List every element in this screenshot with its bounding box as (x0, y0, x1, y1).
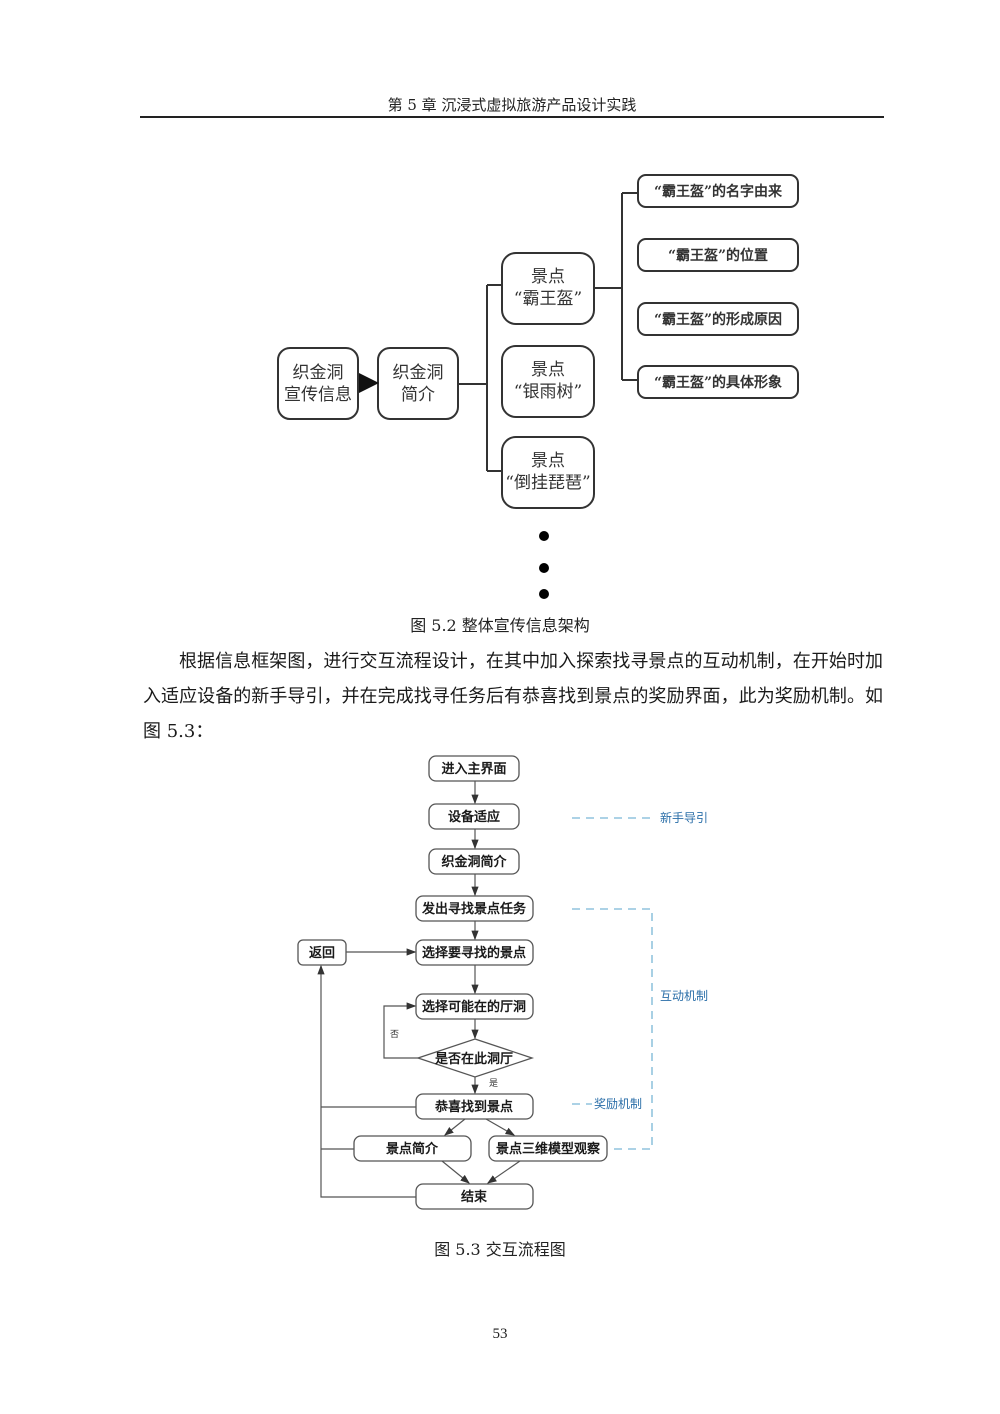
figure-5-2-diagram: 织金洞 宣传信息 织金洞 简介 景点 “霸王盔” 景点 “银雨树” 景点 “倒挂… (277, 174, 799, 599)
edge-label-yes: 是 (489, 1078, 498, 1089)
node-detail-3-label: “霸王盔”的形成原因 (654, 311, 782, 328)
node-detail-4-label: “霸王盔”的具体形象 (654, 374, 782, 391)
node-root-line1: 织金洞 (293, 363, 344, 383)
flow-node-adapt (428, 803, 520, 830)
running-header: 第 5 章 沉浸式虚拟旅游产品设计实践 (387, 96, 637, 114)
node-spot-1-line1: 景点 (531, 267, 565, 287)
figure-5-3-caption: 图 5.3 交互流程图 (434, 1240, 566, 1259)
flow-node-end (415, 1183, 534, 1210)
node-spot-3-line1: 景点 (531, 451, 565, 471)
figure-5-2-caption: 图 5.2 整体宣传信息架构 (410, 616, 590, 635)
flow-label-model-view: 景点三维模型观察 (496, 1141, 601, 1157)
flow-label-enter: 进入主界面 (441, 761, 506, 777)
node-spot-3 (501, 436, 595, 509)
flow-node-back (297, 939, 347, 966)
annotation-interaction: 互动机制 (660, 989, 708, 1003)
flow-label-task: 发出寻找景点任务 (421, 901, 527, 917)
flow-node-decision (415, 1038, 535, 1078)
body-paragraph: 根据信息框架图，进行交互流程设计，在其中加入探索找寻景点的互动机制，在开始时加入… (143, 644, 883, 749)
header-rule (140, 116, 884, 118)
node-intro (377, 347, 459, 420)
flow-label-choose-spot: 选择要寻找的景点 (422, 945, 526, 961)
paragraph-text: 根据信息框架图，进行交互流程设计，在其中加入探索找寻景点的互动机制，在开始时加入… (143, 644, 883, 749)
node-detail-1 (637, 174, 799, 208)
node-detail-4 (637, 365, 799, 399)
paragraph-line-2: 在开始时加入适应设备的新手导引，并在完成找寻任务后有恭喜找到景点的奖励界 (143, 651, 884, 707)
flow-label-end: 结束 (461, 1189, 488, 1205)
flow-node-spot-intro (353, 1135, 472, 1162)
vertical-ellipsis-icon (539, 531, 549, 599)
annotation-dashes (572, 817, 653, 1150)
flow-node-congrats (415, 1093, 534, 1120)
paragraph-line-1: 根据信息框架图，进行交互流程设计，在其中加入探索找寻景点的互动机制， (179, 651, 793, 672)
node-detail-2 (637, 238, 799, 272)
flow-node-choose-hall (415, 993, 534, 1020)
flow-edges (317, 781, 521, 1198)
node-spot-2-line1: 景点 (531, 360, 565, 380)
flow-label-spot-intro: 景点简介 (386, 1141, 439, 1157)
annotation-guide: 新手导引 (660, 810, 708, 825)
flow-node-model-view (488, 1135, 608, 1162)
node-spot-1-line2: “霸王盔” (514, 289, 582, 309)
flow-node-intro (428, 848, 520, 875)
flow-label-intro: 织金洞简介 (441, 854, 507, 870)
node-root (277, 347, 359, 420)
page-number: 53 (492, 1326, 508, 1342)
node-spot-2 (501, 345, 595, 418)
node-root-line2: 宣传信息 (284, 385, 352, 405)
flow-label-decision: 是否在此洞厅 (434, 1051, 513, 1067)
edge-label-no: 否 (390, 1029, 399, 1040)
node-intro-line1: 织金洞 (393, 363, 444, 383)
flow-label-choose-hall: 选择可能在的厅洞 (422, 999, 526, 1015)
flow-node-task (415, 895, 534, 922)
flow-node-enter (428, 755, 520, 782)
node-detail-1-label: “霸王盔”的名字由来 (654, 183, 783, 200)
node-spot-3-line2: “倒挂琵琶” (505, 473, 590, 493)
flow-label-congrats: 恭喜找到景点 (434, 1099, 513, 1115)
node-detail-2-label: “霸王盔”的位置 (668, 247, 768, 264)
annotation-reward: 奖励机制 (594, 1097, 642, 1111)
node-spot-2-line2: “银雨树” (514, 382, 582, 402)
flow-label-adapt: 设备适应 (448, 809, 500, 825)
paragraph-line-3: 面，此为奖励机制。如图 5.3： (143, 686, 883, 742)
node-intro-line2: 简介 (401, 385, 435, 405)
flow-node-choose-spot (415, 939, 534, 966)
flow-label-back: 返回 (309, 946, 335, 961)
node-detail-3 (637, 302, 799, 336)
